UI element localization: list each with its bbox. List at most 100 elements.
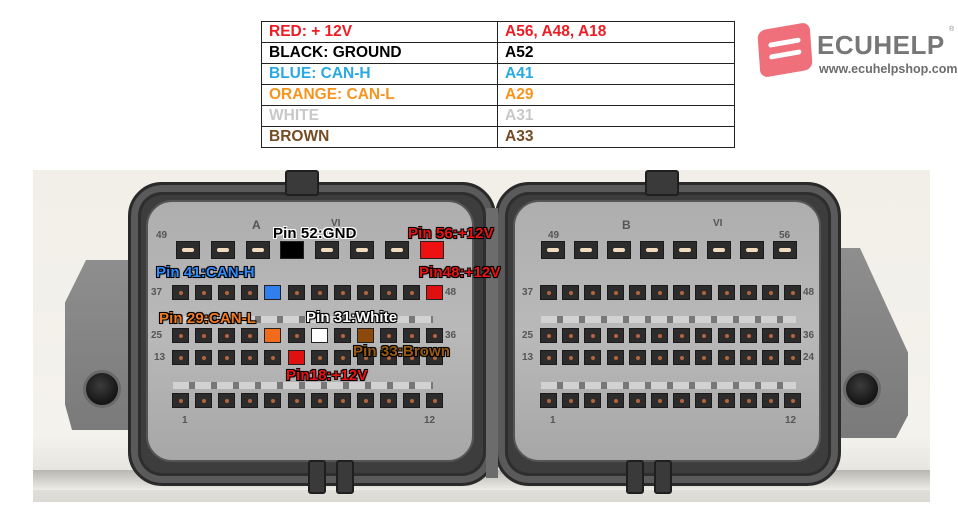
- connector-a-pin-4: [241, 393, 259, 408]
- connector-b-pin-24: [784, 350, 802, 365]
- connector-a-pin-20: [333, 350, 351, 365]
- connector-a-pin-13: [172, 350, 189, 365]
- pin-33-label: Pin 33:Brown: [353, 343, 451, 360]
- legend-pin-list: A33: [497, 126, 735, 148]
- ecuhelp-logo: ECUHELP ® www.ecuhelpshop.com: [757, 21, 958, 84]
- connector-b-pin-44: [695, 285, 713, 300]
- legend-pin-list: A31: [497, 105, 735, 127]
- connector-b-pin-2: [562, 393, 580, 408]
- logo-registered-mark: ®: [949, 26, 955, 33]
- pin-48-label: Pin48:+12V: [419, 264, 501, 281]
- pin-41-label: Pin 41:CAN-H: [156, 264, 255, 281]
- connector-b-pin-15: [584, 350, 602, 365]
- connector-a-pin-25: [172, 328, 189, 343]
- logo-brand-text: ECUHELP: [817, 30, 945, 60]
- connector-a-pin-43: [310, 285, 328, 300]
- connector-a-pin-52: [280, 241, 305, 259]
- connector-b-pin-10: [739, 393, 757, 408]
- connector-b-pin-46: [739, 285, 757, 300]
- ecu-connector-photo: A VI B VI 49 37 48 25 36 13 1 12 49 56 3…: [33, 170, 930, 502]
- connector-b-pin-37: [540, 285, 557, 300]
- connector-a-letter: A: [252, 218, 261, 232]
- connector-a-pin-18: [287, 350, 305, 365]
- connector-a-pin-21: [356, 350, 374, 365]
- connector-b-pin-34: [739, 328, 757, 343]
- connector-b-pin-56: [772, 241, 797, 259]
- connector-a-pin-6: [287, 393, 305, 408]
- connector-b-pin-32: [695, 328, 713, 343]
- connector-a-pin-2: [195, 393, 213, 408]
- connector-b-pin-36: [784, 328, 802, 343]
- connector-a-pin-49: [176, 241, 200, 259]
- connector-b-pin-18: [651, 350, 668, 365]
- connector-b-bottom-latch-right: [654, 460, 672, 494]
- legend-signal-name: BLUE: CAN-H: [261, 63, 498, 85]
- connector-a-pin-8: [333, 393, 351, 408]
- legend-signal-name: ORANGE: CAN-L: [261, 84, 498, 106]
- a-row5-start-number: 1: [182, 415, 188, 426]
- connector-b-bottom-latch-left: [626, 460, 644, 494]
- connector-a-pin-45: [356, 285, 374, 300]
- connector-b-pin-54: [706, 241, 731, 259]
- connector-b-pin-14: [562, 350, 580, 365]
- a-row3-end-number: 36: [445, 330, 457, 341]
- connector-b-pin-41: [628, 285, 646, 300]
- connector-b-pin-42: [651, 285, 668, 300]
- logo-url-text: www.ecuhelpshop.com: [819, 62, 958, 76]
- connector-b-pin-1: [540, 393, 557, 408]
- left-mounting-hole-icon: [83, 370, 121, 408]
- connector-b-pin-3: [584, 393, 602, 408]
- connector-a-pin-48: [426, 285, 444, 300]
- connector-a-pin-10: [379, 393, 397, 408]
- connector-b-pin-49: [541, 241, 565, 259]
- connector-b-pin-51: [607, 241, 632, 259]
- connector-a-pin-38: [195, 285, 213, 300]
- legend-pin-list: A29: [497, 84, 735, 106]
- connector-b-pin-38: [562, 285, 580, 300]
- ecuhelp-logo-mark-icon: [757, 21, 813, 79]
- connector-a-pin-19: [310, 350, 328, 365]
- b-row5-end-number: 12: [785, 415, 797, 426]
- a-row5-end-number: 12: [424, 415, 436, 426]
- connector-b-pin-20: [695, 350, 713, 365]
- connector-a-pin-37: [172, 285, 189, 300]
- connector-a-pin-23: [403, 350, 420, 365]
- connector-a-pin-3: [218, 393, 236, 408]
- connector-a-pin-42: [287, 285, 305, 300]
- connector-divider: [486, 208, 498, 478]
- legend-signal-name: RED: + 12V: [261, 21, 498, 43]
- b-row3-start-number: 25: [522, 330, 534, 341]
- pin-29-label: Pin 29:CAN-L: [159, 310, 257, 327]
- connector-a-pin-27: [218, 328, 236, 343]
- connector-a-top-latch: [285, 170, 319, 196]
- connector-a-pin-31: [310, 328, 328, 343]
- connector-a-pin-51: [245, 241, 270, 259]
- connector-b-pin-22: [739, 350, 757, 365]
- connector-a-pin-47: [403, 285, 420, 300]
- b-row4-end-number: 24: [803, 352, 815, 363]
- pin-56-label: Pin 56:+12V: [408, 225, 494, 242]
- connector-b-pin-40: [606, 285, 624, 300]
- connector-b-pin-29: [628, 328, 646, 343]
- connector-a-pin-24: [426, 350, 444, 365]
- connector-a-pin-9: [356, 393, 374, 408]
- connector-b-pin-28: [606, 328, 624, 343]
- connector-b-mark: VI: [713, 218, 723, 229]
- connector-b-pin-26: [562, 328, 580, 343]
- connector-a-pin-11: [403, 393, 420, 408]
- connector-b-pin-17: [628, 350, 646, 365]
- b-row2-end-number: 48: [803, 287, 815, 298]
- connector-b-pin-4: [606, 393, 624, 408]
- connector-a-pin-33: [356, 328, 374, 343]
- a-row1-start-number: 49: [156, 230, 168, 241]
- legend-signal-name: BROWN: [261, 126, 498, 148]
- connector-b-pin-45: [717, 285, 735, 300]
- connector-b-pin-35: [762, 328, 779, 343]
- a-row4-start-number: 13: [154, 352, 166, 363]
- connector-a-pin-34: [379, 328, 397, 343]
